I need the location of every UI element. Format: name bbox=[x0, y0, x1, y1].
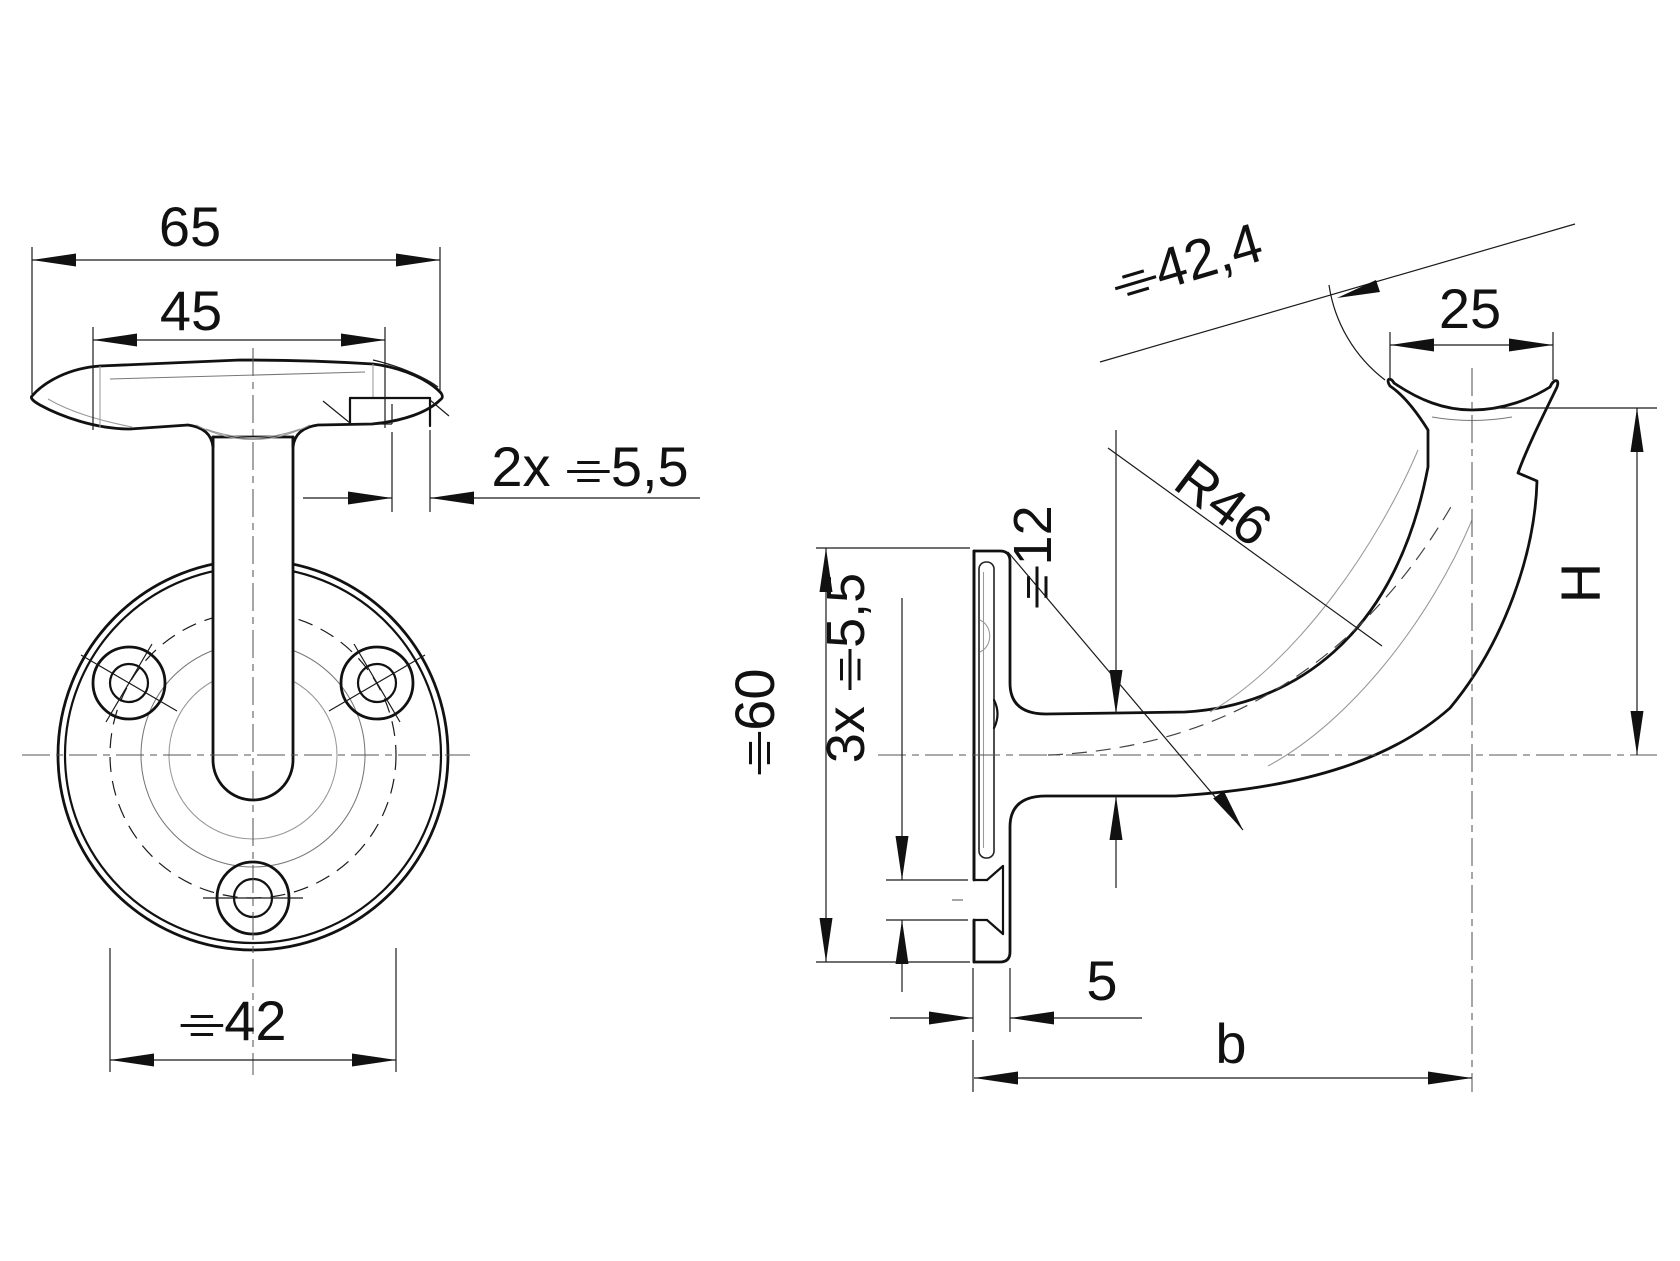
dim-label-r46: R46 bbox=[1164, 446, 1284, 558]
dimension-3x-5-5: 3x ⌯5,5 bbox=[816, 573, 968, 992]
dimension-25: 25 bbox=[1389, 277, 1554, 380]
arrowhead-down bbox=[895, 836, 909, 880]
arrowhead-right bbox=[396, 253, 440, 267]
hole-bore bbox=[108, 662, 150, 704]
hole-cross-line bbox=[105, 643, 153, 723]
dimension-42: ⌯42 bbox=[109, 948, 397, 1072]
dimension-42-4: ⌯42,4 bbox=[1099, 210, 1576, 381]
stem-fillet-arc-1 bbox=[195, 424, 311, 441]
plate-recess bbox=[978, 561, 995, 859]
hole-bore bbox=[356, 662, 398, 704]
side-view: ⌯42,4 25 R46 ⌯12 bbox=[723, 210, 1657, 1092]
arrowhead-left bbox=[348, 491, 392, 505]
mounting-hole-top-left bbox=[80, 643, 178, 723]
hidden-hole-arc bbox=[979, 619, 991, 653]
handrail-tube-arc bbox=[1328, 284, 1386, 381]
dimension-60: ⌯60 bbox=[723, 547, 970, 963]
arrowhead-up bbox=[895, 920, 909, 964]
mid-hole-edge-arc bbox=[992, 698, 999, 730]
dim-label-b: b bbox=[1215, 1012, 1246, 1075]
arrowhead-left bbox=[93, 333, 137, 347]
dimension-45: 45 bbox=[92, 279, 386, 430]
arrowhead-left bbox=[929, 1011, 973, 1025]
arrowhead-right bbox=[1010, 1011, 1054, 1025]
arm-blend-line-2 bbox=[1267, 519, 1473, 767]
dim-label-h: H bbox=[1549, 563, 1612, 603]
arrowhead-up bbox=[819, 548, 833, 592]
arrowhead-right bbox=[1509, 338, 1553, 352]
arrowhead-left bbox=[1390, 338, 1434, 352]
arrowhead-right bbox=[1428, 1071, 1472, 1085]
saddle-left-underside-line bbox=[47, 398, 133, 428]
arrowhead-right bbox=[341, 333, 385, 347]
dim-label-45: 45 bbox=[160, 279, 222, 342]
stem-fillet-arc-2 bbox=[205, 428, 301, 439]
radius-line bbox=[1007, 551, 1244, 831]
dimension-65: 65 bbox=[31, 195, 441, 394]
leader-line bbox=[1099, 223, 1576, 363]
dimension-b: b bbox=[972, 1012, 1472, 1092]
saddle-back-edge-line bbox=[109, 371, 366, 380]
arm-blend-line-1 bbox=[1209, 449, 1419, 713]
arrowhead bbox=[1337, 280, 1380, 298]
dim-label-60: ⌯60 bbox=[723, 668, 786, 775]
arrowhead-down bbox=[819, 918, 833, 962]
arrowhead-left bbox=[974, 1071, 1018, 1085]
dim-label-42-4: ⌯42,4 bbox=[1104, 210, 1269, 314]
arrowhead bbox=[1213, 791, 1243, 830]
dim-label-42: ⌯42 bbox=[179, 989, 286, 1052]
saddle-bar bbox=[30, 358, 444, 449]
dim-label-2x-5-5: 2x ⌯5,5 bbox=[491, 435, 688, 498]
end-hole-countersink-line bbox=[322, 400, 351, 424]
hole-ring bbox=[339, 645, 415, 721]
arrowhead-right bbox=[352, 1053, 396, 1067]
front-view: 65 45 2x ⌯5,5 ⌯42 bbox=[22, 195, 700, 1075]
section-outline-hatched bbox=[972, 377, 1560, 964]
arm-axis-hidden-curve bbox=[1047, 504, 1453, 756]
hole-cross-line bbox=[353, 643, 401, 723]
arrowhead-right bbox=[430, 491, 474, 505]
dimension-12: ⌯12 bbox=[1003, 430, 1123, 888]
section-fill bbox=[974, 379, 1558, 963]
arrowhead-up bbox=[1630, 408, 1644, 452]
arrowhead-left bbox=[32, 253, 76, 267]
dimension-5: 5 bbox=[890, 949, 1142, 1032]
stem-outline bbox=[211, 435, 295, 802]
arrowhead-down bbox=[1109, 670, 1123, 714]
mounting-hole-top-right bbox=[328, 643, 426, 723]
end-hole-countersink-line-right bbox=[429, 399, 450, 417]
dimension-2x-5-5: 2x ⌯5,5 bbox=[303, 430, 700, 512]
dimension-h: H bbox=[1492, 407, 1657, 755]
dim-label-12: ⌯12 bbox=[1003, 505, 1063, 608]
dim-label-3x-5-5: 3x ⌯5,5 bbox=[816, 573, 876, 763]
leader-text-line bbox=[1107, 447, 1383, 647]
arrowhead-up bbox=[1109, 796, 1123, 840]
arrowhead-down bbox=[1630, 711, 1644, 755]
hole-ring bbox=[91, 645, 167, 721]
dim-label-25: 25 bbox=[1439, 277, 1501, 340]
countersink-hole-edges bbox=[972, 864, 1005, 936]
dim-label-65: 65 bbox=[159, 195, 221, 258]
saddle-right-end-curve bbox=[372, 359, 439, 388]
countersink-hole-fill bbox=[971, 866, 1003, 934]
arrowhead-left bbox=[110, 1053, 154, 1067]
dim-label-5: 5 bbox=[1086, 949, 1117, 1012]
